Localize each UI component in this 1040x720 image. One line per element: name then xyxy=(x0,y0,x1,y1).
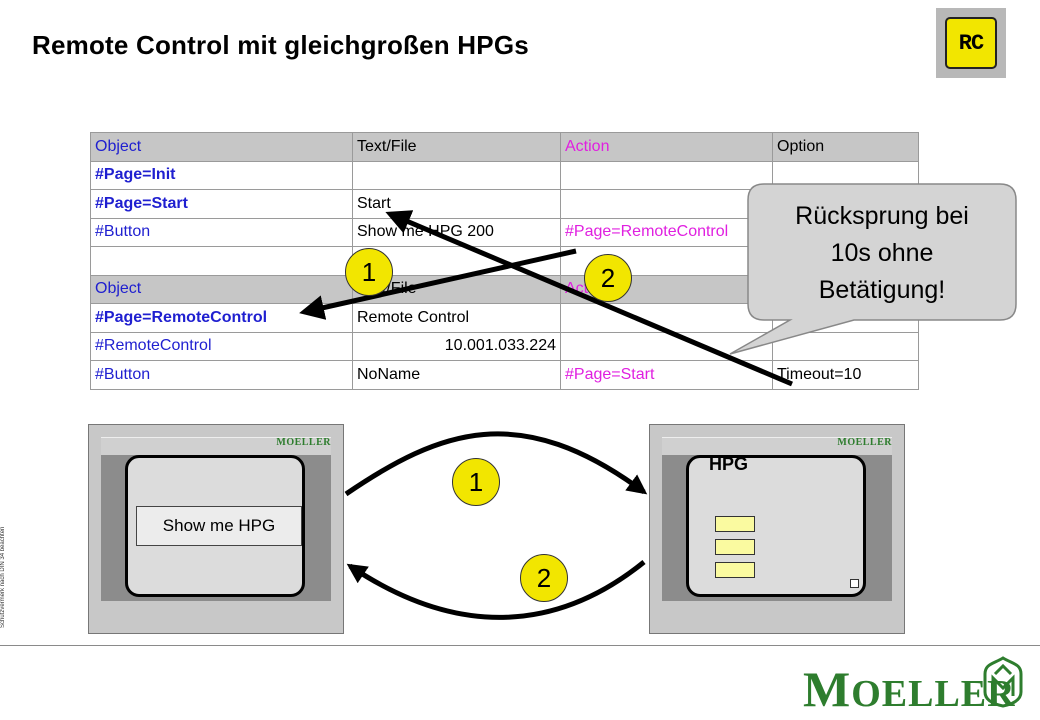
table-cell: Remote Control xyxy=(352,303,561,333)
step-badge-1-top: 1 xyxy=(345,248,393,296)
callout-line: Rücksprung bei xyxy=(795,202,969,230)
table-cell: #Button xyxy=(90,217,353,247)
logo-initial: M xyxy=(803,661,852,717)
page-title: Remote Control mit gleichgroßen HPGs xyxy=(32,30,529,60)
table-cell: NoName xyxy=(352,360,561,390)
table-cell: #Page=RemoteControl xyxy=(90,303,353,333)
table-cell: Text/File xyxy=(352,132,561,162)
moeller-logo: MOELLER xyxy=(803,660,1016,718)
table-cell: #Page=Start xyxy=(560,360,773,390)
table-cell xyxy=(560,189,773,219)
table-cell: Start xyxy=(352,189,561,219)
table-cell: Object xyxy=(90,132,353,162)
corner-marker xyxy=(850,579,859,588)
footer-divider xyxy=(0,645,1040,646)
device-bezel xyxy=(662,437,892,456)
table-cell: Option xyxy=(772,132,919,162)
moeller-brand: MOELLER xyxy=(276,437,331,448)
hpg-key[interactable] xyxy=(715,516,755,532)
table-cell: #Page=RemoteControl xyxy=(560,217,773,247)
moeller-brand: MOELLER xyxy=(837,437,892,448)
table-cell: #Page=Init xyxy=(90,160,353,190)
table-cell: #Page=Start xyxy=(90,189,353,219)
table-cell: Action xyxy=(560,132,773,162)
left-hpg-device: MOELLER Show me HPG xyxy=(88,424,344,634)
step-badge-2-top: 2 xyxy=(584,254,632,302)
hpg-label: HPG xyxy=(709,454,749,474)
hpg-key[interactable] xyxy=(715,562,755,578)
table-header-row: Object Text/File Action Option xyxy=(90,132,919,162)
table-cell xyxy=(772,331,919,361)
table-cell xyxy=(90,246,353,276)
table-cell: 10.001.033.224 xyxy=(352,331,561,361)
table-cell xyxy=(772,160,919,190)
right-hpg-device: MOELLER HPG xyxy=(649,424,905,634)
table-cell: #Button xyxy=(90,360,353,390)
table-cell: #RemoteControl xyxy=(90,331,353,361)
table-cell xyxy=(352,160,561,190)
callout-line: Betätigung! xyxy=(818,276,946,304)
table-cell: Object xyxy=(90,274,353,304)
table-row: #Button NoName #Page=Start Timeout=10 xyxy=(90,360,919,390)
show-me-hpg-button[interactable]: Show me HPG xyxy=(136,506,302,546)
arrow-2-curve xyxy=(346,560,646,620)
table-cell xyxy=(560,160,773,190)
rc-icon: RC xyxy=(936,8,1006,78)
table-cell xyxy=(560,331,773,361)
side-note: Schutzvermerk nach DIN 34 beachten xyxy=(0,526,6,628)
table-row: #Page=Init xyxy=(90,160,919,190)
table-cell: Timeout=10 xyxy=(772,360,919,390)
table-cell: Show me HPG 200 xyxy=(352,217,561,247)
callout-line: 10s ohne xyxy=(830,239,934,267)
device-screen: Show me HPG xyxy=(125,455,305,597)
device-screen: HPG xyxy=(686,454,866,597)
hpg-key[interactable] xyxy=(715,539,755,555)
table-cell xyxy=(560,303,773,333)
moeller-emblem-icon xyxy=(983,656,1023,708)
logo-rest: OELLER xyxy=(851,673,1016,715)
device-bezel xyxy=(101,437,331,456)
rc-icon-label: RC xyxy=(945,17,997,69)
step-badge-2-bottom: 2 xyxy=(520,554,568,602)
table-row: #RemoteControl 10.001.033.224 xyxy=(90,331,919,361)
callout-text: Rücksprung bei 10s ohne Betätigung! xyxy=(748,198,1016,309)
step-badge-1-bottom: 1 xyxy=(452,458,500,506)
